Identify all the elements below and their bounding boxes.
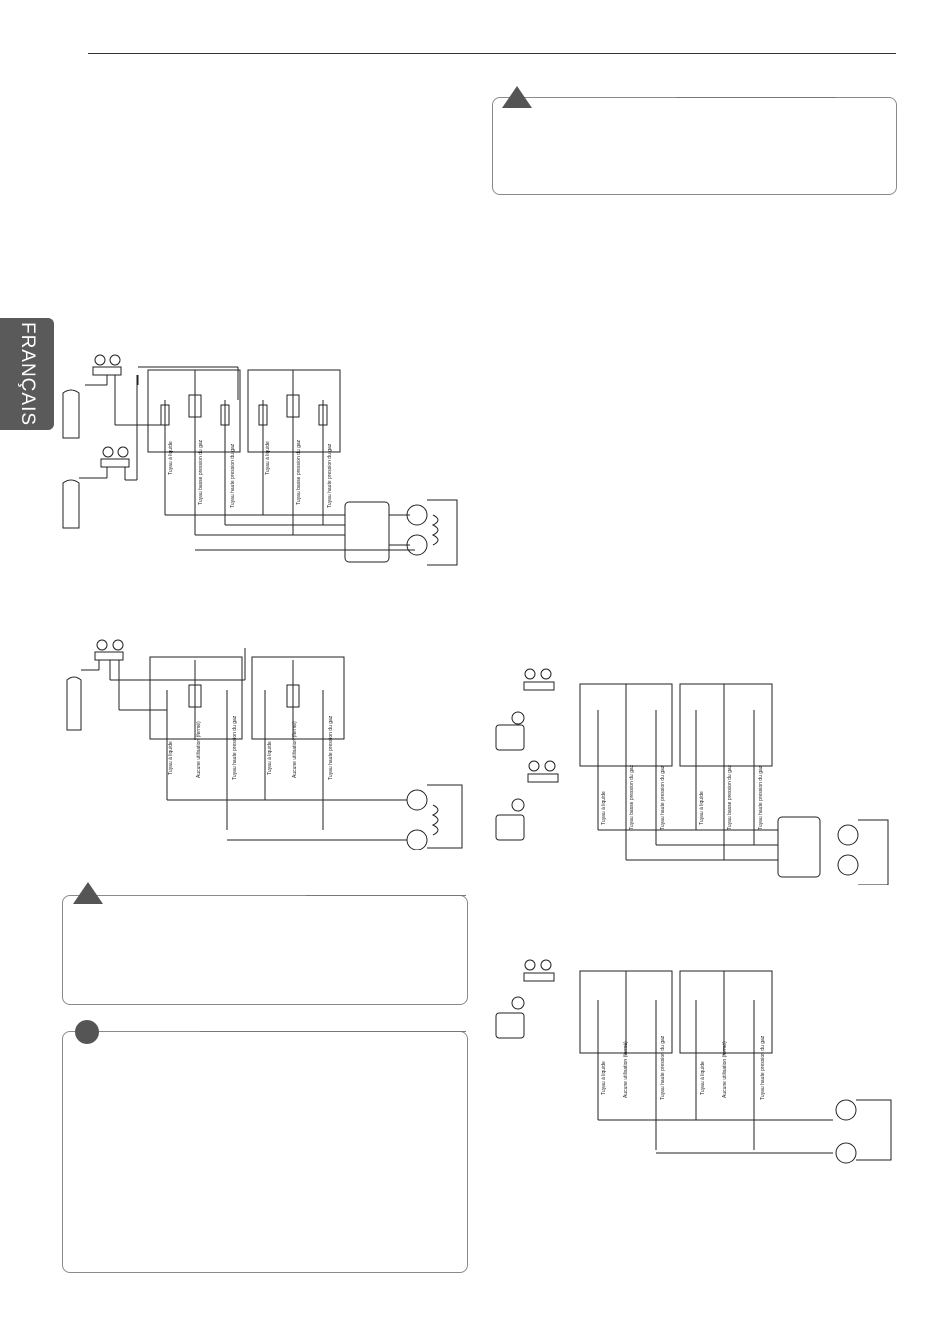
pipe-label-high-gas: Tuyau haute pression du gaz bbox=[660, 1035, 666, 1100]
warning-box-bottom bbox=[62, 895, 468, 1005]
pipe-label-liquid: Tuyau à liquide bbox=[601, 791, 607, 825]
warning-box-bottom-rule bbox=[306, 895, 466, 896]
pipe-label-high-gas: Tuyau haute pression du gaz bbox=[232, 715, 238, 780]
pipe-label-high-gas: Tuyau haute pression du gaz bbox=[760, 1035, 766, 1100]
warning-triangle-icon bbox=[502, 86, 532, 108]
pipe-label-unused: Aucune utilisation (fermé) bbox=[623, 1041, 629, 1098]
warning-box-top-rule bbox=[676, 97, 836, 98]
pipe-label-liquid: Tuyau à liquide bbox=[700, 1061, 706, 1095]
note-box-rule bbox=[200, 1031, 466, 1032]
warning-box-top bbox=[492, 97, 897, 195]
pipe-label-liquid: Tuyau à liquide bbox=[168, 441, 174, 475]
pipe-label-liquid: Tuyau à liquide bbox=[265, 441, 271, 475]
pipe-label-liquid: Tuyau à liquide bbox=[601, 1061, 607, 1095]
pipe-label-low-gas: Tuyau basse pression du gaz bbox=[727, 764, 733, 830]
language-tab: FRANÇAIS bbox=[0, 318, 54, 430]
language-tab-label: FRANÇAIS bbox=[17, 321, 38, 427]
pipe-label-high-gas: Tuyau haute pression du gaz bbox=[230, 443, 236, 508]
pipe-label-low-gas: Tuyau basse pression du gaz bbox=[296, 439, 302, 505]
pipe-label-unused: Aucune utilisation (fermé) bbox=[292, 721, 298, 778]
diagram-3 bbox=[495, 668, 889, 885]
note-circle-icon bbox=[75, 1020, 99, 1044]
pipe-label-low-gas: Tuyau basse pression du gaz bbox=[629, 764, 635, 830]
pipe-label-unused: Aucune utilisation (fermé) bbox=[196, 721, 202, 778]
diagram-2 bbox=[66, 639, 463, 850]
warning-triangle-icon bbox=[73, 882, 103, 904]
diagram-1 bbox=[62, 354, 458, 566]
note-box bbox=[62, 1031, 468, 1273]
pipe-label-high-gas: Tuyau haute pression du gaz bbox=[660, 765, 666, 830]
pipe-label-liquid: Tuyau à liquide bbox=[168, 741, 174, 775]
pipe-label-high-gas: Tuyau haute pression du gaz bbox=[328, 715, 334, 780]
diagram-4 bbox=[495, 959, 892, 1164]
pipe-label-unused: Aucune utilisation (fermé) bbox=[722, 1041, 728, 1098]
pipe-label-liquid: Tuyau à liquide bbox=[699, 791, 705, 825]
pipe-label-low-gas: Tuyau basse pression du gaz bbox=[198, 439, 204, 505]
pipe-label-liquid: Tuyau à liquide bbox=[267, 741, 273, 775]
pipe-label-high-gas: Tuyau haute pression du gaz bbox=[758, 765, 764, 830]
header-rule bbox=[88, 53, 896, 54]
pipe-label-high-gas: Tuyau haute pression du gaz bbox=[327, 443, 333, 508]
